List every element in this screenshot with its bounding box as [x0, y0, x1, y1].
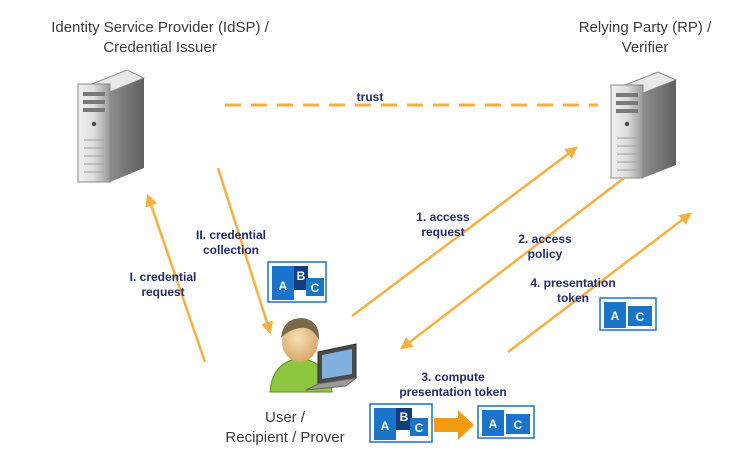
- step-credential-request-line2: request: [141, 285, 185, 299]
- step-access-request-line1: 1. access: [416, 210, 470, 224]
- compute-source-credential-icon: A B C: [369, 403, 433, 443]
- compute-result-letter-c: C: [514, 418, 523, 432]
- arrow-access-policy: [400, 177, 625, 350]
- step-compute-token-line1: 3. compute: [421, 370, 485, 384]
- compute-transform-arrow: [434, 410, 474, 440]
- idsp-label-line1: Identity Service Provider (IdSP) /: [51, 19, 269, 36]
- step-access-policy-line2: policy: [527, 247, 563, 261]
- compute-source-letter-c: C: [415, 421, 424, 435]
- idsp-label-line2: Credential Issuer: [103, 39, 217, 56]
- token-ac-icon-rp: A C: [599, 297, 657, 331]
- rp-server-icon: [610, 71, 678, 179]
- compute-source-letter-a: A: [381, 419, 390, 433]
- step-access-request-line2: request: [421, 225, 465, 239]
- step-access-policy-label: 2. access policy: [500, 232, 590, 262]
- step-credential-request-label: I. credential request: [108, 270, 218, 300]
- step-presentation-token-line1: 4. presentation: [530, 276, 616, 290]
- user-label-line2: Recipient / Prover: [225, 429, 345, 446]
- compute-source-letter-b: B: [400, 410, 409, 424]
- user-label: User / Recipient / Prover: [205, 408, 365, 448]
- compute-result-letter-a: A: [489, 417, 498, 431]
- rp-label-line2: Verifier: [621, 39, 669, 56]
- step-compute-token-line2: presentation token: [399, 385, 507, 399]
- credential-abc-letter-a: A: [279, 279, 288, 293]
- step-compute-token-label: 3. compute presentation token: [378, 370, 528, 400]
- idsp-label: Identity Service Provider (IdSP) / Crede…: [10, 18, 310, 58]
- user-label-line1: User /: [264, 409, 305, 426]
- step-presentation-token-line2: token: [556, 291, 589, 305]
- idsp-server-icon: [77, 69, 146, 183]
- credential-abc-letter-c: C: [311, 281, 320, 295]
- trust-label: trust: [356, 90, 384, 104]
- arrow-credential-request: [145, 193, 207, 363]
- step-access-request-label: 1. access request: [398, 210, 488, 240]
- arrow-presentation-token: [507, 212, 692, 353]
- step-credential-collection-line1: II. credential: [195, 228, 267, 242]
- credential-abc-icon: A B C: [267, 261, 327, 303]
- token-rp-letter-c: C: [636, 310, 645, 324]
- step-credential-collection-line2: collection: [202, 243, 259, 257]
- user-with-laptop-icon: [269, 318, 358, 393]
- arrow-access-request: [351, 146, 578, 317]
- step-credential-collection-label: II. credential collection: [176, 228, 286, 258]
- rp-label-line1: Relying Party (RP) /: [578, 19, 712, 36]
- credential-abc-letter-b: B: [297, 269, 306, 283]
- step-credential-request-line1: I. credential: [129, 270, 197, 284]
- step-access-policy-line1: 2. access: [518, 232, 572, 246]
- rp-label: Relying Party (RP) / Verifier: [555, 18, 735, 58]
- compute-result-token-icon: A C: [477, 405, 535, 439]
- step-presentation-token-label: 4. presentation token: [518, 276, 628, 306]
- token-rp-letter-a: A: [611, 309, 620, 323]
- arrow-credential-collection: [216, 167, 273, 335]
